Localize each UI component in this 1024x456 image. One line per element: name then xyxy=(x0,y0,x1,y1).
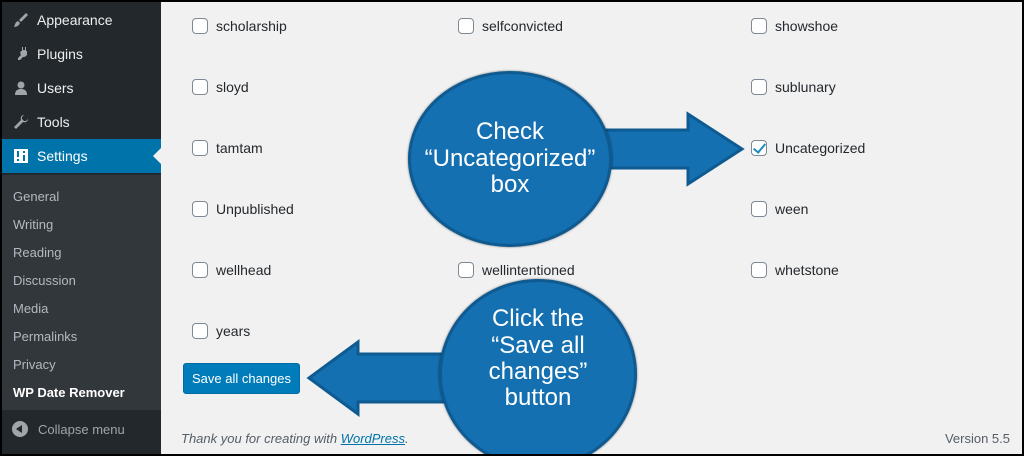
submenu-item-reading[interactable]: Reading xyxy=(13,245,62,260)
category-option[interactable]: sublunary xyxy=(751,79,836,95)
collapse-menu-label: Collapse menu xyxy=(38,421,125,437)
category-checkbox[interactable] xyxy=(751,79,767,95)
category-checkbox[interactable] xyxy=(192,18,208,34)
category-checkbox[interactable] xyxy=(458,18,474,34)
category-checkbox[interactable] xyxy=(751,18,767,34)
sidebar-item-appearance[interactable]: Appearance xyxy=(2,3,161,37)
submenu-item-general[interactable]: General xyxy=(13,189,60,204)
category-checkbox[interactable] xyxy=(192,79,208,95)
callout-click-save: Click the “Save all changes” button xyxy=(439,279,637,454)
settings-icon xyxy=(11,146,31,166)
sidebar-item-label: Settings xyxy=(37,148,88,164)
sidebar-item-settings[interactable]: Settings xyxy=(2,139,161,173)
paintbrush-icon xyxy=(11,10,31,30)
category-option[interactable]: wellhead xyxy=(192,262,271,278)
save-all-changes-button[interactable]: Save all changes xyxy=(183,363,300,394)
category-checkbox[interactable] xyxy=(192,201,208,217)
category-label: tamtam xyxy=(216,140,263,156)
wrench-icon xyxy=(11,112,31,132)
plug-icon xyxy=(11,44,31,64)
settings-submenu: General Writing Reading Discussion Media… xyxy=(2,175,161,410)
category-label: whetstone xyxy=(775,262,839,278)
category-option[interactable]: selfconvicted xyxy=(458,18,563,34)
category-option[interactable]: wellintentioned xyxy=(458,262,575,278)
submenu-item-permalinks[interactable]: Permalinks xyxy=(13,329,78,344)
category-option-uncategorized[interactable]: Uncategorized xyxy=(751,140,865,156)
sidebar-item-plugins[interactable]: Plugins xyxy=(2,37,161,71)
category-label: Uncategorized xyxy=(775,140,866,156)
footer-thanks: Thank you for creating with WordPress. xyxy=(181,431,409,446)
category-option[interactable]: scholarship xyxy=(192,18,287,34)
category-label: showshoe xyxy=(775,18,839,34)
category-option[interactable]: ween xyxy=(751,201,808,217)
category-label: wellhead xyxy=(216,262,272,278)
category-checkbox[interactable] xyxy=(192,262,208,278)
collapse-arrow-icon xyxy=(12,421,28,437)
sidebar-item-users[interactable]: Users xyxy=(2,71,161,105)
submenu-item-writing[interactable]: Writing xyxy=(13,217,54,232)
category-checkbox[interactable] xyxy=(192,140,208,156)
category-label: scholarship xyxy=(216,18,287,34)
right-arrow xyxy=(590,111,745,187)
uncategorized-checkbox[interactable] xyxy=(751,140,767,156)
sidebar-item-label: Plugins xyxy=(37,46,83,62)
sidebar-item-label: Users xyxy=(37,80,74,96)
category-checkbox[interactable] xyxy=(751,262,767,278)
category-checkbox[interactable] xyxy=(192,323,208,339)
footer-period: . xyxy=(405,431,409,446)
footer-thanks-text: Thank you for creating with xyxy=(181,431,341,446)
sidebar-item-label: Appearance xyxy=(37,12,113,28)
category-checkbox[interactable] xyxy=(751,201,767,217)
submenu-item-privacy[interactable]: Privacy xyxy=(13,357,56,372)
submenu-item-discussion[interactable]: Discussion xyxy=(13,273,76,288)
version-text: Version 5.5 xyxy=(944,431,1010,446)
sidebar-item-label: Tools xyxy=(37,114,70,130)
sidebar-item-tools[interactable]: Tools xyxy=(2,105,161,139)
callout-check-uncategorized: Check “Uncategorized” box xyxy=(408,71,612,247)
admin-sidebar: Appearance Plugins Users Tools Settings xyxy=(2,2,161,454)
category-checkbox[interactable] xyxy=(458,262,474,278)
category-label: wellintentioned xyxy=(482,262,575,278)
category-label: sublunary xyxy=(775,79,836,95)
category-option[interactable]: Unpublished xyxy=(192,201,294,217)
wordpress-link[interactable]: WordPress xyxy=(340,431,405,446)
category-option[interactable]: sloyd xyxy=(192,79,249,95)
category-option[interactable]: tamtam xyxy=(192,140,263,156)
category-label: ween xyxy=(775,201,809,217)
category-label: selfconvicted xyxy=(482,18,563,34)
collapse-menu-button[interactable]: Collapse menu xyxy=(2,414,161,444)
category-label: years xyxy=(216,323,251,339)
category-option[interactable]: showshoe xyxy=(751,18,838,34)
submenu-item-media[interactable]: Media xyxy=(13,301,49,316)
category-option[interactable]: whetstone xyxy=(751,262,839,278)
category-option[interactable]: years xyxy=(192,323,250,339)
submenu-item-wp-date-remover[interactable]: WP Date Remover xyxy=(13,385,125,400)
user-icon xyxy=(11,78,31,98)
callout-bottom-text: Click the “Save all changes” button xyxy=(488,305,588,412)
category-label: Unpublished xyxy=(216,201,294,217)
callout-top-text: Check “Uncategorized” box xyxy=(424,118,596,199)
category-label: sloyd xyxy=(216,79,249,95)
